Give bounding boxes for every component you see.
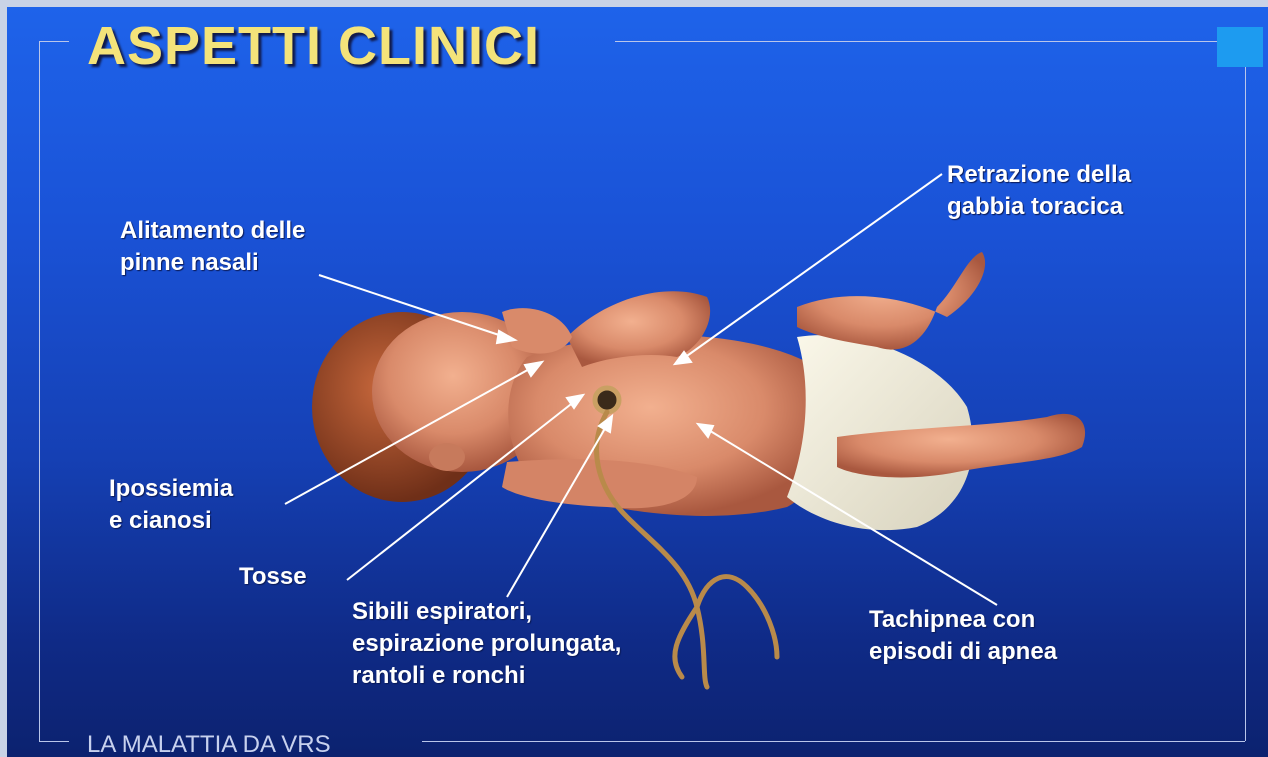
label-line: episodi di apnea — [869, 636, 1057, 668]
infant-hand-at-face — [502, 308, 572, 353]
label-line: Ipossiemia — [109, 473, 233, 505]
label-nasal-flaring: Alitamento delle pinne nasali — [120, 215, 305, 279]
label-line: gabbia toracica — [947, 191, 1131, 223]
label-line: Sibili espiratori, — [352, 596, 621, 628]
label-cough: Tosse — [239, 561, 307, 593]
infant-upper-leg — [797, 252, 985, 350]
label-line: e cianosi — [109, 505, 233, 537]
label-line: Tachipnea con — [869, 604, 1057, 636]
label-chest-retraction: Retrazione della gabbia toracica — [947, 159, 1131, 223]
slide-footer: LA MALATTIA DA VRS — [87, 731, 331, 757]
label-tachypnea: Tachipnea con episodi di apnea — [869, 604, 1057, 668]
label-hypoxemia: Ipossiemia e cianosi — [109, 473, 233, 537]
label-line: Alitamento delle — [120, 215, 305, 247]
label-wheezing: Sibili espiratori, espirazione prolungat… — [352, 596, 621, 692]
infant-illustration — [7, 7, 1268, 757]
label-line: pinne nasali — [120, 247, 305, 279]
label-line: espirazione prolungata, — [352, 628, 621, 660]
infant-ear — [429, 443, 465, 471]
label-line: Tosse — [239, 561, 307, 593]
slide: ASPETTI CLINICI — [7, 7, 1268, 757]
label-line: rantoli e ronchi — [352, 660, 621, 692]
label-line: Retrazione della — [947, 159, 1131, 191]
